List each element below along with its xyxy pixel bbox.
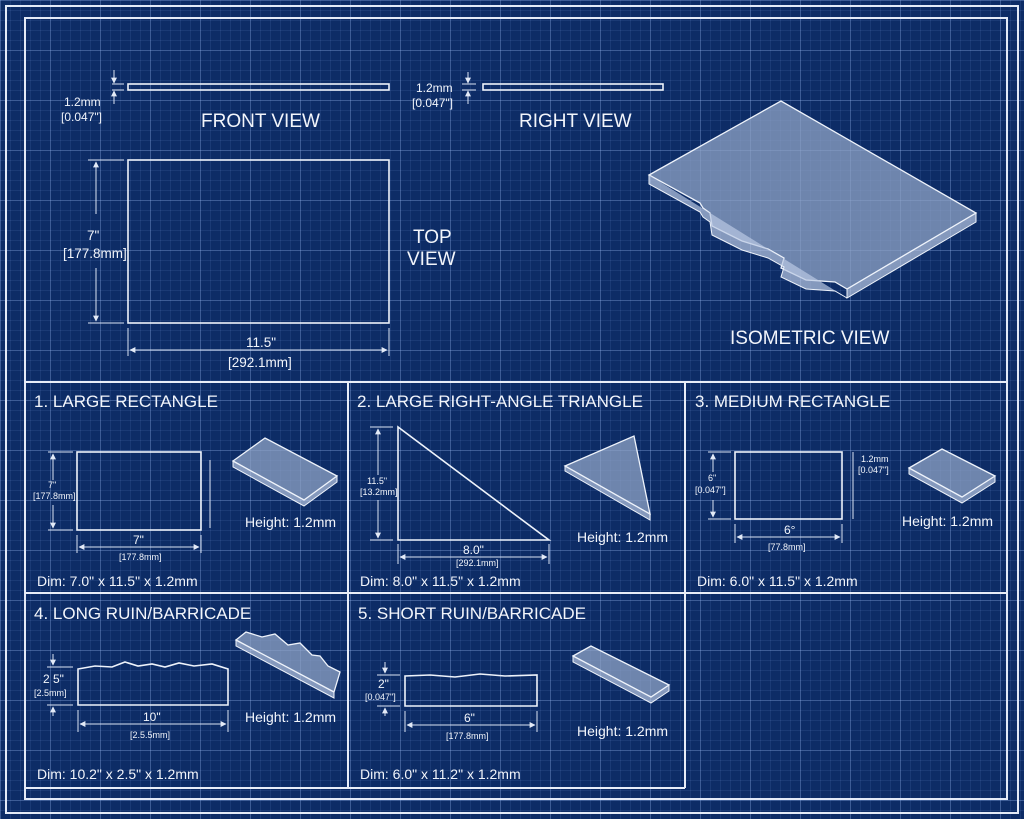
right-thickness-in: [0.047"] [412,96,453,110]
part-3-iso-top [907,448,997,498]
right-thickness-mm: 1.2mm [416,81,453,95]
part-1-hdim-mm: [177.8mm] [119,552,162,562]
part-2-hdim-mm: [292.1mm] [456,558,499,568]
part-5-iso-top [571,645,671,698]
part-1-iso-top [231,437,339,501]
part-4-iso-top [234,631,341,693]
isometric-view-label: ISOMETRIC VIEW [730,328,889,349]
part-long-ruin: 4. LONG RUIN/BARRICADE 2 5" [2.5mm] 10" … [34,604,341,782]
top-view-label-line2: VIEW [407,249,456,270]
top-height-mm: [177.8mm] [63,246,127,261]
top-view-outline [127,159,390,324]
part-3-dim: Dim: 6.0" x 11.5" x 1.2mm [697,573,858,589]
front-view: 1.2mm [0.047"] FRONT VIEW [61,70,390,132]
part-3-height: Height: 1.2mm [902,513,993,529]
part-4-outline [77,661,229,706]
part-3-tdim-mm: 1.2mm [861,454,889,464]
right-view-strip [482,83,664,91]
part-4-vdim-in: 2 5" [43,672,64,686]
inner-border [24,17,1008,800]
outer-border [5,5,1019,814]
isometric-plate-top [647,100,978,290]
part-3-vdim-in: 6" [708,473,716,483]
part-5-hdim-mm: [177.8mm] [446,731,489,741]
part-5-height: Height: 1.2mm [577,723,668,739]
part-2-dim: Dim: 8.0" x 11.5" x 1.2mm [360,573,521,589]
part-4-vdim-mm: [2.5mm] [34,688,67,698]
front-view-label: FRONT VIEW [201,111,320,132]
part-short-ruin: 5. SHORT RUIN/BARRICADE 2" [0.047"] 6" [… [358,604,671,782]
part-2-title: 2. LARGE RIGHT-ANGLE TRIANGLE [357,392,643,411]
front-thickness-in: [0.047"] [61,110,102,124]
part-1-vdim-mm: [177.8mm] [33,491,76,501]
part-1-hdim-in: 7" [133,533,144,547]
part-medium-rectangle: 3. MEDIUM RECTANGLE 6" [0.047"] 1.2mm [0… [695,392,997,589]
top-width-in: 11.5" [246,335,276,350]
part-2-vdim-mm: [13.2mm] [360,487,398,497]
part-4-height: Height: 1.2mm [245,709,336,725]
part-2-iso-top [563,435,651,516]
part-5-outline [404,673,538,707]
part-5-hdim-in: 6" [464,711,475,725]
isometric-view: ISOMETRIC VIEW [647,100,978,349]
part-1-height: Height: 1.2mm [245,514,336,530]
top-height-in: 7" [87,228,100,243]
front-view-strip [127,83,390,91]
part-3-title: 3. MEDIUM RECTANGLE [695,392,890,411]
part-5-vdim-in: 2" [378,677,389,691]
part-5-vdim-mm: [0.047"] [365,692,396,702]
part-3-tdim-in: [0.047"] [858,465,889,475]
part-4-hdim-in: 10" [143,710,161,724]
part-1-outline [76,451,202,531]
isometric-ruined-edge [648,175,848,299]
part-2-hdim-in: 8.0" [463,543,484,557]
part-4-hdim-mm: [2.5.5mm] [130,730,170,740]
part-4-title: 4. LONG RUIN/BARRICADE [34,604,251,623]
part-3-vdim-mm: [0.047"] [695,485,726,495]
right-view: 1.2mm [0.047"] RIGHT VIEW [412,72,664,132]
part-3-hdim-in: 6° [784,523,796,537]
part-large-triangle: 2. LARGE RIGHT-ANGLE TRIANGLE 11.5" [13.… [357,392,668,589]
part-1-title: 1. LARGE RECTANGLE [34,392,218,411]
part-large-rectangle: 1. LARGE RECTANGLE 7" [177.8mm] 7" [177.… [33,392,339,589]
right-view-label: RIGHT VIEW [519,111,632,132]
top-view-label-line1: TOP [413,227,452,248]
front-thickness-mm: 1.2mm [64,95,101,109]
part-2-vdim-in: 11.5" [367,476,387,486]
part-2-outline [397,425,552,541]
part-1-dim: Dim: 7.0" x 11.5" x 1.2mm [37,573,198,589]
part-2-height: Height: 1.2mm [577,529,668,545]
part-3-outline [734,451,843,520]
part-5-dim: Dim: 6.0" x 11.2" x 1.2mm [360,766,521,782]
top-view: 7" [177.8mm] 11.5" [292.1mm] TOP VIEW [63,159,456,370]
part-5-title: 5. SHORT RUIN/BARRICADE [358,604,586,623]
part-3-hdim-mm: [77.8mm] [768,542,806,552]
part-4-dim: Dim: 10.2" x 2.5" x 1.2mm [37,766,199,782]
top-width-mm: [292.1mm] [228,355,292,370]
part-1-vdim-in: 7" [48,480,56,490]
